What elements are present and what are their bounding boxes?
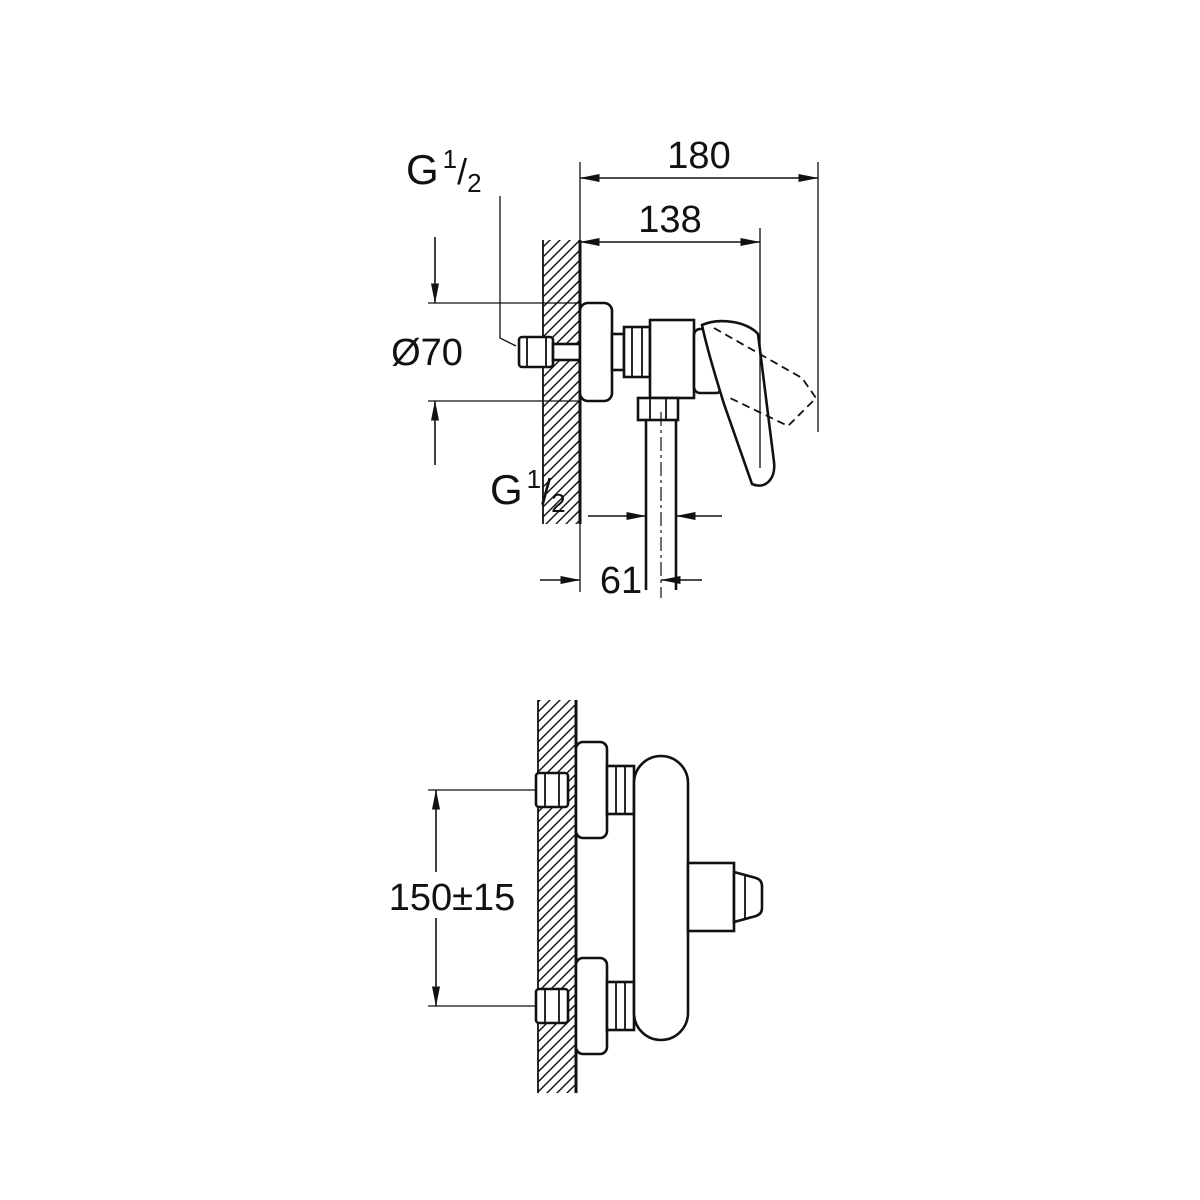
dim-61-value: 61 [600, 560, 642, 602]
wall-section-front [537, 700, 578, 1093]
outlet-nut-facets [649, 398, 667, 420]
top-union-nut-facets [615, 766, 626, 814]
dim-138-value: 138 [638, 199, 701, 241]
hose-outlet-cone [732, 870, 764, 924]
dim-connection-spacing: 150±15 [376, 789, 536, 1007]
union-nut-facets [631, 327, 643, 377]
hose-outlet [686, 861, 736, 933]
outlet-pipe [644, 420, 678, 590]
wall-union-hex-facets [526, 337, 547, 367]
wall-union-hex [517, 335, 555, 369]
bottom-union-hex [534, 987, 570, 1025]
top-union-hex-facets [544, 773, 560, 807]
dim-body-depth: 138 [579, 199, 761, 468]
valve-body [648, 318, 696, 400]
top-union-hex [534, 771, 570, 809]
bottom-union-hex-facets [544, 989, 560, 1023]
wall-connector [551, 342, 582, 362]
dim-150-text-mask [376, 872, 528, 918]
neck [610, 332, 626, 372]
dim-escutcheon-diameter: Ø70 [391, 237, 580, 465]
wall-section [542, 240, 582, 592]
mixer-side-profile [517, 301, 818, 598]
wall-hatch-front [538, 700, 576, 1093]
dim-180-value: 180 [667, 135, 730, 177]
dim-total-depth: 180 [579, 135, 819, 432]
mixer-front-profile [534, 740, 764, 1056]
bottom-escutcheon [574, 956, 609, 1056]
dim-70-value: Ø70 [391, 332, 463, 374]
wall-thread-leader [499, 196, 517, 347]
handle-lever-alt-position [713, 327, 818, 428]
handle-lever [700, 319, 776, 487]
mixer-body-front [632, 754, 690, 1042]
dim-outlet-offset: 61 [540, 560, 702, 602]
bottom-union-nut [605, 980, 636, 1032]
bottom-union-nut-facets [615, 982, 626, 1030]
escutcheon-side [578, 301, 614, 403]
union-nut [622, 325, 652, 379]
dim-150-value: 150±15 [389, 877, 516, 919]
top-escutcheon [574, 740, 609, 840]
front-view: 150±15 [376, 700, 764, 1093]
top-union-nut [605, 764, 636, 816]
wall-hatch [543, 240, 580, 524]
outlet-nut [636, 396, 680, 422]
